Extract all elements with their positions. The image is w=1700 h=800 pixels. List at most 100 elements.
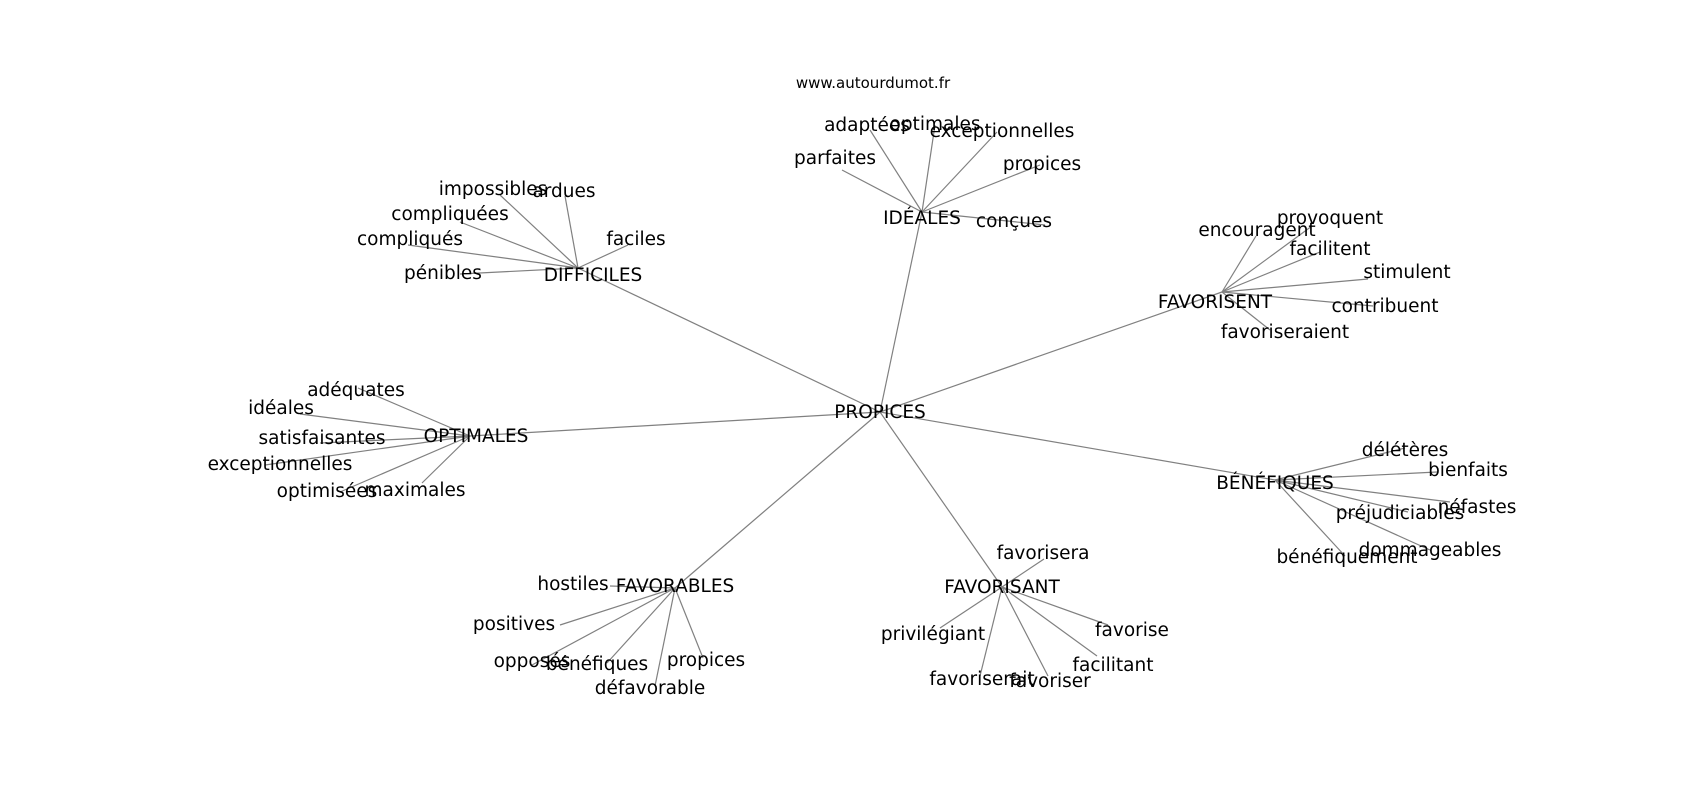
leaf-edge bbox=[459, 221, 579, 269]
leaf-edge bbox=[921, 211, 1046, 226]
leaf-word[interactable]: pénibles bbox=[404, 263, 482, 284]
leaf-word[interactable]: compliquées bbox=[391, 204, 508, 225]
leaf-edge bbox=[674, 587, 704, 659]
leaf-word[interactable]: favorise bbox=[1095, 620, 1169, 641]
leaf-edge bbox=[1001, 558, 1045, 588]
leaf-edge bbox=[459, 267, 579, 275]
leaf-word[interactable]: facilitent bbox=[1289, 239, 1370, 260]
leaf-edge bbox=[1221, 225, 1313, 293]
center-edge bbox=[879, 291, 1223, 413]
leaf-word[interactable]: adaptées bbox=[824, 115, 910, 136]
leaf-word[interactable]: bénéfiquement bbox=[1276, 547, 1417, 568]
leaf-edge bbox=[1221, 251, 1321, 293]
leaf-edge bbox=[1221, 291, 1271, 331]
site-url: www.autourdumot.fr bbox=[796, 74, 951, 92]
leaf-edge bbox=[319, 435, 471, 444]
hub-word[interactable]: DIFFICILES bbox=[544, 265, 643, 286]
leaf-word[interactable]: facilitant bbox=[1072, 655, 1153, 676]
leaf-edge bbox=[921, 124, 936, 213]
leaf-edge bbox=[939, 586, 1003, 629]
leaf-word[interactable]: favoriserait bbox=[929, 669, 1034, 690]
leaf-word[interactable]: ardues bbox=[532, 181, 595, 202]
center-edge bbox=[879, 411, 1276, 481]
leaf-word[interactable]: compliqués bbox=[357, 229, 463, 250]
leaf-word[interactable]: exceptionnelles bbox=[930, 121, 1075, 142]
leaf-word[interactable]: défavorable bbox=[595, 678, 705, 699]
hub-word[interactable]: FAVORABLES bbox=[616, 576, 735, 597]
leaf-edge bbox=[1274, 471, 1438, 481]
leaf-edge bbox=[299, 413, 471, 437]
leaf-word[interactable]: positives bbox=[473, 614, 555, 635]
leaf-edge bbox=[1274, 479, 1346, 557]
center-edge bbox=[674, 411, 881, 589]
leaf-word[interactable]: idéales bbox=[248, 398, 314, 419]
leaf-edge bbox=[1274, 479, 1409, 513]
leaf-word[interactable]: conçues bbox=[976, 211, 1052, 232]
leaf-edge bbox=[531, 587, 676, 666]
leaf-word[interactable]: préjudiciables bbox=[1336, 503, 1465, 524]
leaf-edge bbox=[1274, 447, 1406, 481]
leaf-edge bbox=[921, 131, 998, 213]
hub-word[interactable]: BÉNÉFIQUES bbox=[1216, 472, 1334, 494]
leaf-edge bbox=[979, 586, 1003, 677]
leaf-word[interactable]: opposés bbox=[494, 651, 571, 672]
edge-layer bbox=[264, 124, 1451, 687]
hub-word[interactable]: FAVORISENT bbox=[1158, 292, 1273, 313]
leaf-edge bbox=[1001, 586, 1098, 657]
hub-word[interactable]: IDÉALES bbox=[883, 207, 961, 229]
leaf-word[interactable]: dommageables bbox=[1359, 540, 1502, 561]
leaf-edge bbox=[609, 585, 676, 589]
label-layer: www.autourdumot.fr PROPICES parfaites ada… bbox=[208, 74, 1517, 699]
hub-word[interactable]: FAVORISANT bbox=[944, 577, 1060, 598]
leaf-word[interactable]: délétères bbox=[1362, 440, 1449, 461]
leaf-edge bbox=[564, 195, 579, 269]
leaf-word[interactable]: propices bbox=[667, 650, 745, 671]
center-edge bbox=[577, 267, 881, 413]
leaf-edge bbox=[559, 587, 676, 626]
leaf-edge bbox=[421, 435, 471, 484]
center-edge bbox=[879, 411, 1003, 588]
leaf-word[interactable]: impossibles bbox=[439, 179, 548, 200]
center-edge bbox=[879, 211, 923, 413]
leaf-word[interactable]: favoriser bbox=[1009, 671, 1091, 692]
leaf-edge bbox=[841, 169, 923, 213]
hub-word[interactable]: OPTIMALES bbox=[424, 426, 529, 447]
leaf-edge bbox=[1274, 479, 1451, 503]
leaf-word[interactable]: néfastes bbox=[1438, 497, 1517, 518]
leaf-edge bbox=[869, 129, 923, 213]
leaf-word[interactable]: encouragent bbox=[1198, 220, 1315, 241]
leaf-word[interactable]: bienfaits bbox=[1428, 460, 1508, 481]
leaf-edge bbox=[577, 244, 629, 269]
leaf-edge bbox=[264, 435, 471, 466]
leaf-word[interactable]: provoquent bbox=[1277, 208, 1383, 229]
leaf-edge bbox=[1221, 278, 1369, 293]
leaf-edge bbox=[654, 587, 676, 687]
leaf-edge bbox=[1274, 479, 1431, 551]
leaf-word[interactable]: privilégiant bbox=[881, 624, 985, 645]
leaf-word[interactable]: satisfaisantes bbox=[259, 428, 386, 449]
leaf-edge bbox=[1221, 235, 1257, 293]
center-word[interactable]: PROPICES bbox=[834, 402, 926, 423]
leaf-word[interactable]: contribuent bbox=[1331, 296, 1438, 317]
leaf-edge bbox=[357, 387, 471, 437]
leaf-word[interactable]: maximales bbox=[365, 480, 466, 501]
leaf-word[interactable]: faciles bbox=[606, 229, 665, 250]
leaf-word[interactable]: stimulent bbox=[1363, 262, 1450, 283]
leaf-word[interactable]: adéquates bbox=[307, 380, 405, 401]
leaf-word[interactable]: propices bbox=[1003, 154, 1081, 175]
leaf-edge bbox=[1001, 586, 1049, 677]
leaf-edge bbox=[1221, 291, 1374, 307]
leaf-word[interactable]: parfaites bbox=[794, 148, 876, 169]
leaf-word[interactable]: bénéfiques bbox=[546, 654, 648, 675]
leaf-word[interactable]: optimisées bbox=[277, 481, 378, 502]
leaf-word[interactable]: hostiles bbox=[537, 574, 608, 595]
leaf-word[interactable]: optimales bbox=[890, 114, 981, 135]
leaf-edge bbox=[407, 244, 579, 269]
leaf-word[interactable]: favorisera bbox=[997, 543, 1090, 564]
leaf-edge bbox=[921, 164, 1041, 213]
leaf-word[interactable]: favoriseraient bbox=[1221, 322, 1349, 343]
leaf-word[interactable]: exceptionnelles bbox=[208, 454, 353, 475]
leaf-edge bbox=[1001, 586, 1109, 626]
center-edge bbox=[469, 411, 881, 437]
